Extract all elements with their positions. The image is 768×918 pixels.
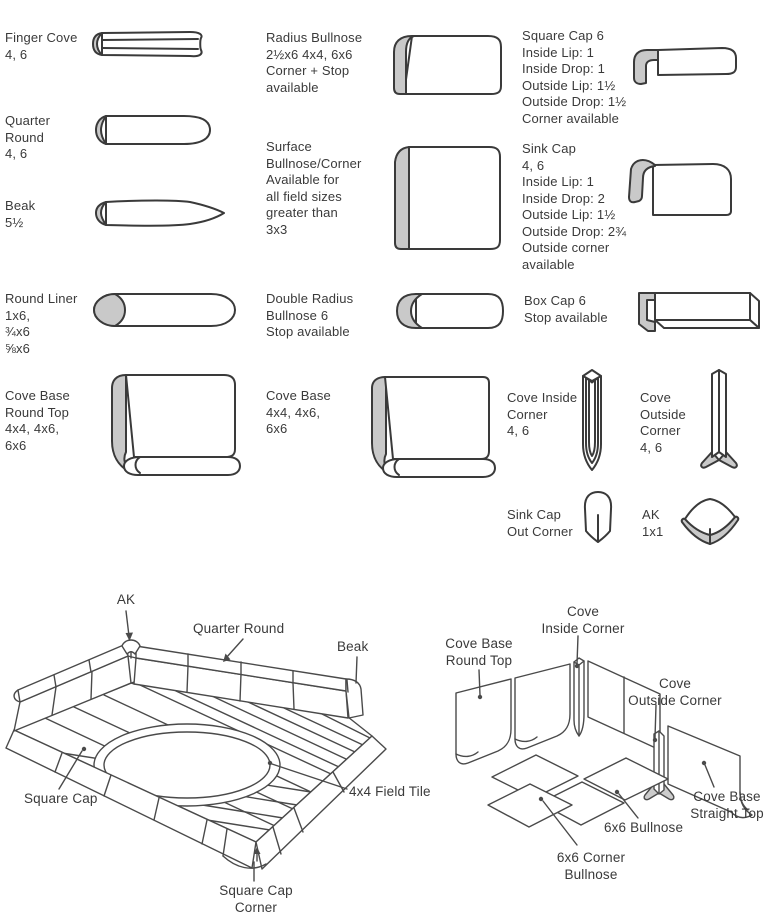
- ak-callout: AK: [116, 592, 136, 607]
- quarter-round-label: Quarter Round 4, 6: [5, 113, 51, 161]
- square-cap-drawing: [633, 47, 737, 85]
- beak-drawing: [95, 199, 225, 227]
- cove-inside-corner-label: Cove Inside Corner 4, 6: [507, 390, 578, 438]
- radius-bullnose-drawing: [393, 35, 502, 95]
- cove-inside-corner-drawing: [582, 369, 602, 471]
- cove-base-round-top-callout: Cove Base Round Top: [445, 636, 513, 668]
- cove-base-label: Cove Base 4x4, 4x6, 6x6: [266, 388, 331, 436]
- bullnose-6x6-callout: 6x6 Bullnose: [604, 820, 684, 835]
- sink-cap-out-corner-drawing: [583, 491, 613, 543]
- ak-label: AK 1x1: [642, 507, 664, 539]
- double-radius-bullnose-label: Double Radius Bullnose 6 Stop available: [266, 291, 354, 339]
- box-cap-drawing: [638, 292, 760, 332]
- square-cap-corner-callout: Square Cap Corner: [219, 883, 293, 915]
- quarter-round-drawing: [95, 115, 211, 145]
- sink-cap-out-corner-label: Sink Cap Out Corner: [507, 507, 573, 539]
- surface-bullnose-drawing: [394, 146, 501, 250]
- cove-base-straight-top-callout: Cove Base Straight Top: [690, 789, 764, 821]
- finger-cove-label: Finger Cove 4, 6: [5, 30, 78, 62]
- round-liner-drawing: [93, 293, 236, 327]
- ak-drawing: [680, 498, 740, 545]
- round-liner-label: Round Liner 1x6, ¾x6 ⅝x6: [5, 291, 78, 356]
- square-cap-label: Square Cap 6 Inside Lip: 1 Inside Drop: …: [522, 28, 627, 126]
- cove-base-drawing: [371, 376, 496, 478]
- field-tile-callout: 4x4 Field Tile: [349, 784, 431, 799]
- cove-base-round-top-drawing: [111, 374, 241, 476]
- cove-assembly-illustration: [455, 657, 753, 828]
- sink-cap-drawing: [628, 159, 732, 216]
- beak-label: Beak 5½: [5, 198, 36, 230]
- double-radius-bullnose-drawing: [396, 293, 504, 329]
- cove-outside-corner-drawing: [700, 369, 738, 469]
- cove-outside-corner-callout: Cove Outside Corner: [628, 676, 722, 708]
- quarter-round-callout: Quarter Round: [193, 621, 285, 636]
- square-cap-callout: Square Cap: [24, 791, 98, 806]
- beak-callout: Beak: [337, 639, 369, 654]
- finger-cove-drawing: [92, 31, 203, 58]
- cove-inside-corner-callout: Cove Inside Corner: [541, 604, 625, 636]
- countertop-illustration: [5, 639, 387, 870]
- cove-base-round-top-label: Cove Base Round Top 4x4, 4x6, 6x6: [5, 388, 70, 453]
- sink-cap-label: Sink Cap 4, 6 Inside Lip: 1 Inside Drop:…: [522, 141, 627, 272]
- corner-bullnose-6x6-callout: 6x6 Corner Bullnose: [556, 850, 626, 882]
- radius-bullnose-label: Radius Bullnose 2½x6 4x4, 6x6 Corner + S…: [266, 30, 363, 95]
- surface-bullnose-label: Surface Bullnose/Corner Available for al…: [266, 139, 362, 237]
- cove-outside-corner-label: Cove Outside Corner 4, 6: [640, 390, 686, 455]
- box-cap-label: Box Cap 6 Stop available: [524, 293, 608, 325]
